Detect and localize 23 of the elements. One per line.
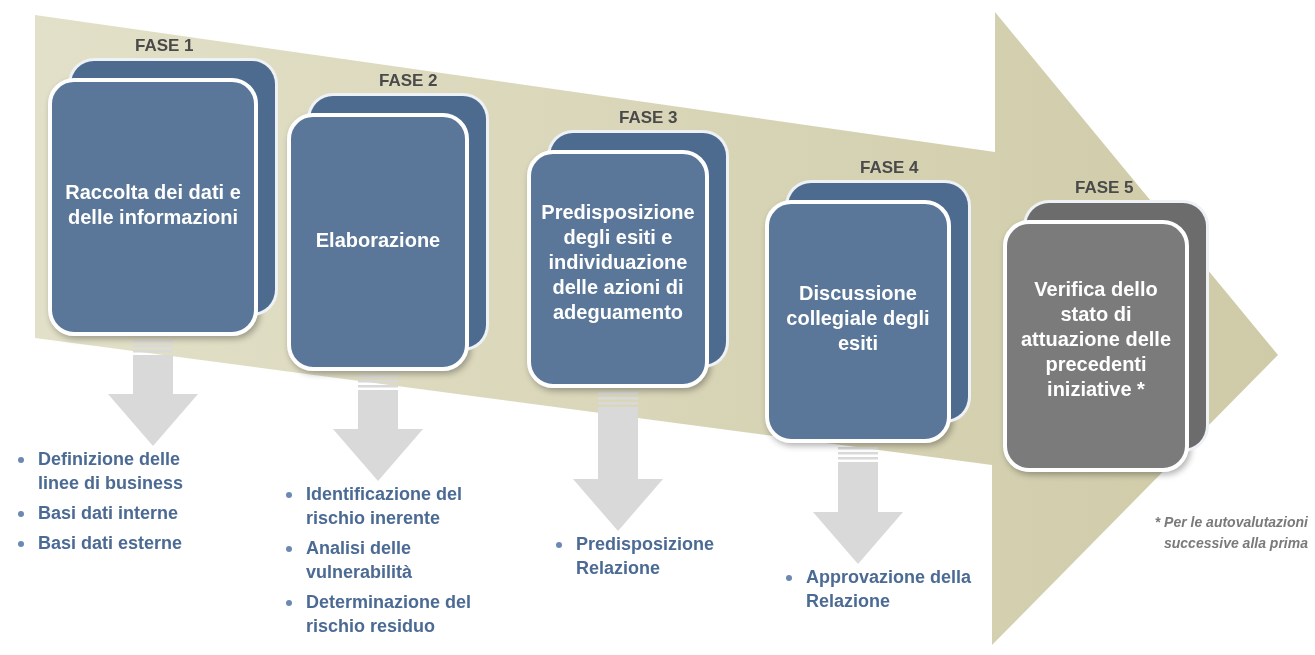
phase-label: FASE 5 [1075,178,1134,198]
bullet-text: Predisposizione Relazione [576,533,716,580]
bullet-text: Definizione delle linee di business [38,448,185,495]
bullet-text: Basi dati esterne [38,531,183,555]
down-arrow [108,340,198,446]
bullet-text: Determinazione del rischio residuo [306,590,473,638]
phase-title: Discussione collegiale degli esiti [785,280,931,356]
phase-label: FASE 1 [135,36,194,56]
bullet-text: Basi dati interne [38,501,179,525]
footnote: * Per le autovalutazioni successive alla prima [1153,513,1308,553]
bullet-text: Analisi delle vulnerabilità [306,536,414,584]
phase-title: Verifica dello stato di attuazione delle precedenti iniziative * [1020,277,1172,403]
phase-title: Elaborazione [314,228,442,254]
phase-label: FASE 4 [860,158,919,178]
bullet-text: Approvazione della Relazione [806,566,973,613]
phase-title: Predisposizione degli esiti e individuazione delle azioni di adeguamento [540,200,696,326]
down-arrow [813,447,903,564]
phase-label: FASE 2 [379,71,438,91]
bullet-text: Identificazione del rischio inerente [306,483,464,530]
phase-label: FASE 3 [619,108,678,128]
phase-title: Raccolta dei dati e delle informazioni [64,179,242,230]
down-arrow [333,375,423,481]
down-arrow [573,392,663,531]
